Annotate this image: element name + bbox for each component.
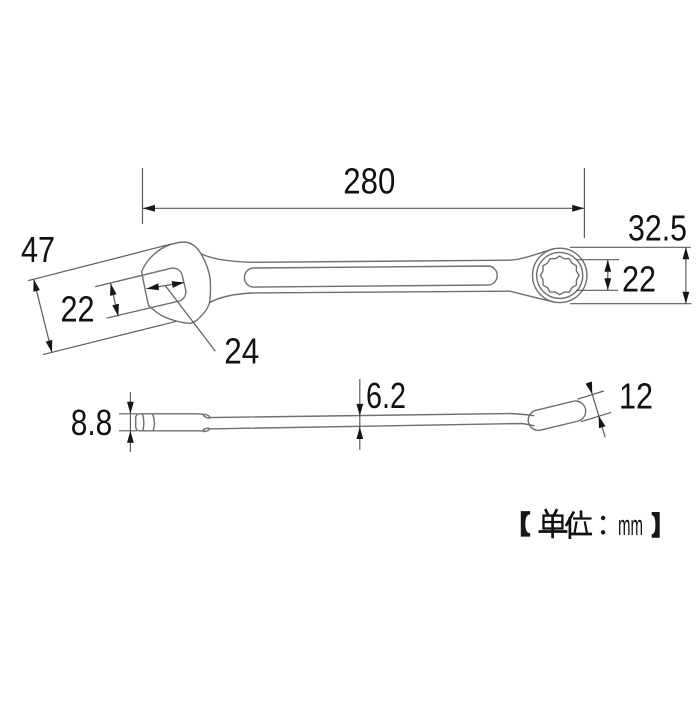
svg-text:22: 22 <box>61 289 95 330</box>
svg-text:12: 12 <box>619 375 653 416</box>
svg-text:8.8: 8.8 <box>71 402 113 443</box>
svg-text:47: 47 <box>21 229 55 270</box>
svg-text:22: 22 <box>622 259 656 300</box>
svg-text:6.2: 6.2 <box>366 375 406 416</box>
svg-text:24: 24 <box>224 330 259 371</box>
svg-text:280: 280 <box>343 161 395 202</box>
svg-text:32.5: 32.5 <box>628 208 687 249</box>
svg-text:mm: mm <box>618 510 643 542</box>
